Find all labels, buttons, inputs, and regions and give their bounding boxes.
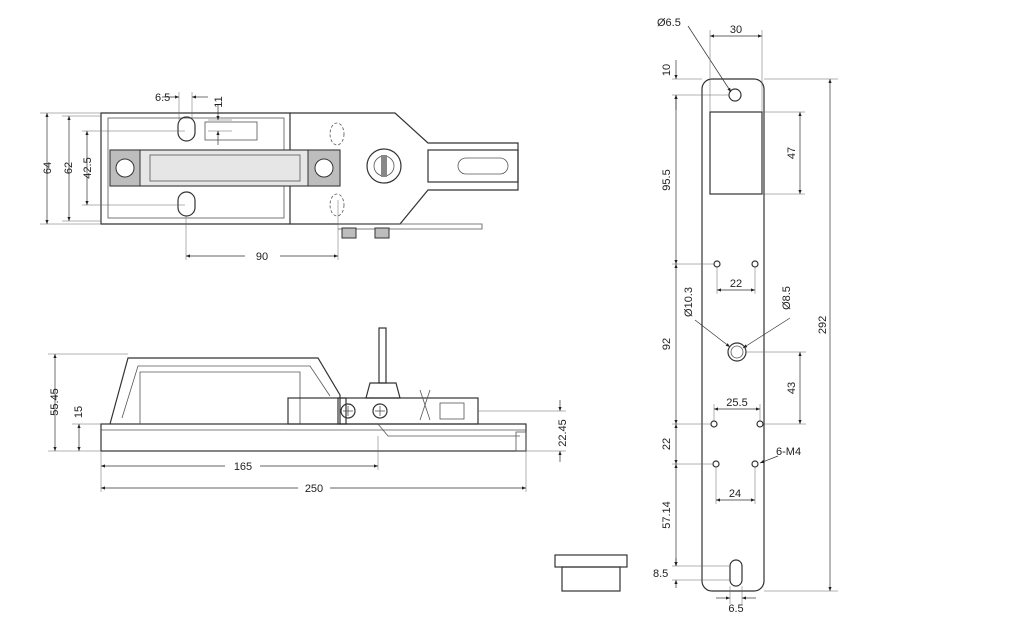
small-part-view bbox=[554, 554, 628, 592]
top-view-screw-left bbox=[109, 149, 141, 187]
side-view-screw-2 bbox=[372, 403, 388, 419]
side-view-lock-collar bbox=[365, 382, 401, 399]
side-view-base bbox=[100, 423, 527, 452]
plate-hole-top bbox=[728, 88, 742, 102]
top-view-slot-upper bbox=[177, 116, 196, 142]
dim-label-22-45: 22.45 bbox=[557, 419, 569, 447]
side-view-base-end bbox=[515, 431, 527, 452]
dim-label-165: 165 bbox=[234, 461, 252, 473]
dim-label-42-5: 42.5 bbox=[82, 157, 94, 178]
dim-label-8-5: 8.5 bbox=[653, 568, 668, 580]
side-view-housing bbox=[287, 397, 347, 425]
plate-slot-bottom bbox=[729, 559, 743, 587]
top-view-hidden-hole-2 bbox=[329, 193, 345, 217]
dim-label-22-top: 22 bbox=[730, 278, 742, 290]
dim-label-30: 30 bbox=[730, 24, 742, 36]
dim-label-92: 92 bbox=[661, 338, 673, 350]
plate-m4-hole-2 bbox=[756, 420, 764, 428]
top-view-window bbox=[204, 121, 258, 141]
dim-label-22-side: 22 bbox=[661, 438, 673, 450]
top-view-screw-right-head bbox=[314, 158, 334, 178]
dim-label-90: 90 bbox=[256, 251, 268, 263]
side-view-handle bbox=[109, 357, 341, 425]
top-view-tongue-slot bbox=[457, 157, 509, 175]
top-view-handle-grip bbox=[149, 154, 301, 182]
top-view-latch-strip bbox=[338, 223, 483, 230]
dim-label-6-5-bottom: 6.5 bbox=[728, 603, 743, 615]
side-view-lock-stem bbox=[378, 327, 387, 384]
dim-label-11: 11 bbox=[213, 96, 225, 107]
dim-label-dia-6-5: Ø6.5 bbox=[657, 17, 681, 29]
dim-label-15: 15 bbox=[73, 406, 85, 418]
plate-window bbox=[709, 111, 763, 195]
top-view-latch-screw-2 bbox=[374, 227, 390, 239]
plate-center-hole-inner bbox=[730, 345, 744, 359]
top-view-slot-lower bbox=[177, 191, 196, 217]
dim-label-dia-8-5: Ø8.5 bbox=[781, 286, 793, 310]
dim-label-95-5: 95.5 bbox=[661, 169, 673, 190]
side-view-screw-1 bbox=[340, 403, 356, 419]
top-view: 64 62 42.5 6.5 11 90 bbox=[40, 92, 519, 263]
dim-label-10: 10 bbox=[661, 64, 673, 76]
dim-label-250: 250 bbox=[305, 483, 323, 495]
plate-hole-a bbox=[713, 260, 721, 268]
dim-label-6-5: 6.5 bbox=[155, 92, 170, 104]
top-view-lock-outer bbox=[366, 148, 402, 184]
plate-view: Ø6.5 30 10 47 95.5 22 Ø10.3 Ø8.5 bbox=[653, 17, 838, 615]
dim-label-292: 292 bbox=[817, 316, 829, 334]
top-view-screw-left-head bbox=[115, 158, 135, 178]
plate-outline bbox=[701, 78, 765, 592]
top-view-handle bbox=[109, 149, 341, 187]
plate-m4-hole-3 bbox=[712, 460, 720, 468]
dim-label-64: 64 bbox=[42, 162, 54, 174]
dim-label-62: 62 bbox=[63, 162, 75, 174]
dim-label-57-14: 57.14 bbox=[661, 501, 673, 529]
plate-m4-hole-4 bbox=[751, 460, 759, 468]
side-view: 55.45 15 22.45 165 250 bbox=[48, 327, 569, 495]
dim-label-6-m4: 6-M4 bbox=[776, 446, 801, 458]
plate-m4-hole-1 bbox=[710, 420, 718, 428]
dim-label-dia-10-3: Ø10.3 bbox=[683, 287, 695, 317]
side-view-slider-slot bbox=[439, 402, 465, 420]
dim-label-55-45: 55.45 bbox=[49, 388, 61, 416]
dim-label-25-5: 25.5 bbox=[726, 397, 747, 409]
dim-label-24: 24 bbox=[729, 488, 741, 500]
top-view-hidden-hole-1 bbox=[329, 122, 345, 146]
dim-label-47: 47 bbox=[786, 147, 798, 159]
side-view-slider bbox=[337, 397, 479, 425]
dim-label-43: 43 bbox=[786, 382, 798, 394]
small-part-body bbox=[561, 566, 621, 592]
top-view-tongue bbox=[427, 149, 519, 183]
small-part-cap bbox=[554, 554, 628, 568]
plate-hole-b bbox=[751, 260, 759, 268]
top-view-latch-screw-1 bbox=[341, 227, 357, 239]
top-view-lock-key bbox=[381, 155, 387, 177]
